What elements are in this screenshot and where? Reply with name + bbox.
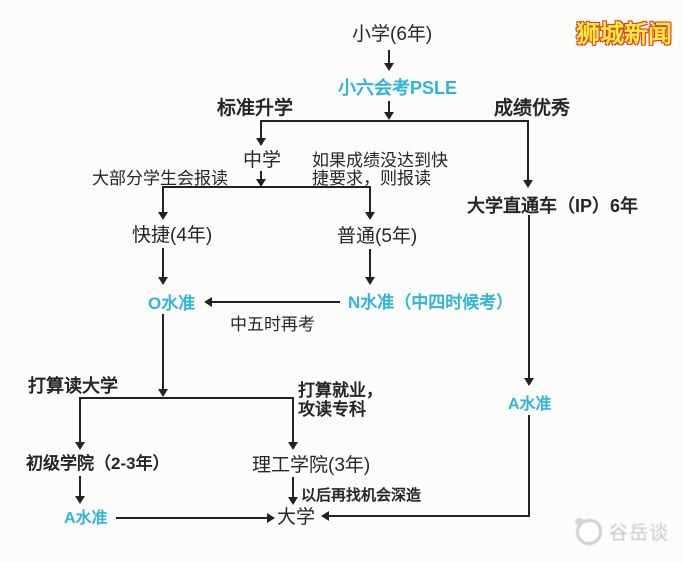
label-not-express-note: 如果成绩没达到快 捷要求，则报读: [312, 152, 448, 188]
label-not-express-line2: 捷要求，则报读: [312, 169, 431, 188]
connector-jc-to-alevel: [79, 476, 81, 497]
connector-branch-to-normal: [369, 186, 371, 213]
arrowhead-down-icon: [288, 497, 298, 505]
arrowhead-down-icon: [256, 138, 266, 146]
arrowhead-left-icon: [204, 297, 212, 307]
label-standard-progression: 标准升学: [217, 98, 294, 119]
label-plan-work-line1: 打算就业，: [298, 381, 383, 400]
label-plan-university: 打算读大学: [28, 376, 118, 396]
connector-psle-to-branch: [388, 101, 390, 113]
arrowhead-down-icon: [158, 212, 168, 220]
connector-branch-to-jc: [79, 397, 81, 443]
arrowhead-right-icon: [267, 513, 275, 523]
connector-normal-to-nlevel: [369, 249, 371, 278]
node-n-level: N水准（中四时候考）: [348, 293, 514, 312]
brand-logo: 狮城新闻: [576, 21, 672, 48]
connector-nlevel-to-olevel: [212, 301, 340, 303]
label-plan-work-line2: 攻读专科: [298, 400, 366, 419]
connector-ip-to-alevel: [528, 215, 530, 379]
connector-secondary-to-streams: [260, 171, 262, 180]
label-retake-note: 中五时再考: [230, 315, 315, 334]
label-most-students: 大部分学生会报读: [92, 169, 228, 188]
node-a-level-jc: A水准: [64, 510, 108, 527]
node-secondary-school: 中学: [243, 150, 282, 171]
connector-branch-to-secondary: [260, 120, 262, 139]
arrowhead-down-icon: [288, 442, 298, 450]
connector-primary-to-psle: [388, 50, 390, 64]
node-psle-exam: 小六会考PSLE: [338, 78, 458, 98]
connector-olevel-to-branch: [162, 314, 164, 390]
connector-bottom-branch: [79, 397, 294, 399]
node-primary-school: 小学(6年): [352, 24, 433, 45]
node-polytechnic: 理工学院(3年): [252, 455, 371, 476]
arrowhead-down-icon: [75, 496, 85, 504]
arrowhead-down-icon: [524, 378, 534, 386]
node-express-stream: 快捷(4年): [132, 225, 213, 246]
node-normal-stream: 普通(5年): [337, 226, 418, 247]
label-plan-work: 打算就业， 攻读专科: [298, 381, 383, 419]
connector-express-to-olevel: [162, 248, 164, 278]
arrowhead-down-icon: [158, 389, 168, 397]
label-further-study: 以后再找机会深造: [301, 487, 422, 504]
connector-branch-to-poly: [292, 397, 294, 443]
watermark: 谷岳谈: [575, 517, 670, 545]
node-ip-track: 大学直通车（IP）6年: [467, 196, 639, 216]
label-excellent-results: 成绩优秀: [494, 98, 571, 119]
connector-poly-to-university: [292, 477, 294, 498]
arrowhead-down-icon: [256, 179, 266, 187]
connector-stream-branch: [162, 186, 371, 188]
node-a-level-ip: A水准: [508, 396, 552, 413]
arrowhead-down-icon: [365, 212, 375, 220]
connector-alevel-ip-to-university: [329, 515, 530, 517]
connector-alevel-ip-down: [528, 415, 530, 517]
arrowhead-left-icon: [321, 511, 329, 521]
watermark-text: 谷岳谈: [609, 523, 670, 544]
connector-branch-to-ip: [527, 120, 529, 181]
node-university: 大学: [277, 507, 316, 528]
label-not-express-line1: 如果成绩没达到快: [312, 151, 448, 170]
connector-top-branch: [261, 120, 529, 122]
connector-alevel-to-university: [116, 517, 267, 519]
watermark-logo-icon: [575, 517, 602, 545]
arrowhead-down-icon: [365, 277, 375, 285]
arrowhead-down-icon: [384, 63, 394, 71]
arrowhead-down-icon: [523, 180, 533, 188]
connector-branch-to-express: [162, 186, 164, 213]
arrowhead-down-icon: [75, 442, 85, 450]
node-junior-college: 初级学院（2-3年）: [26, 454, 170, 473]
node-o-level: O水准: [148, 294, 196, 313]
arrowhead-down-icon: [384, 112, 394, 120]
arrowhead-down-icon: [158, 277, 168, 285]
